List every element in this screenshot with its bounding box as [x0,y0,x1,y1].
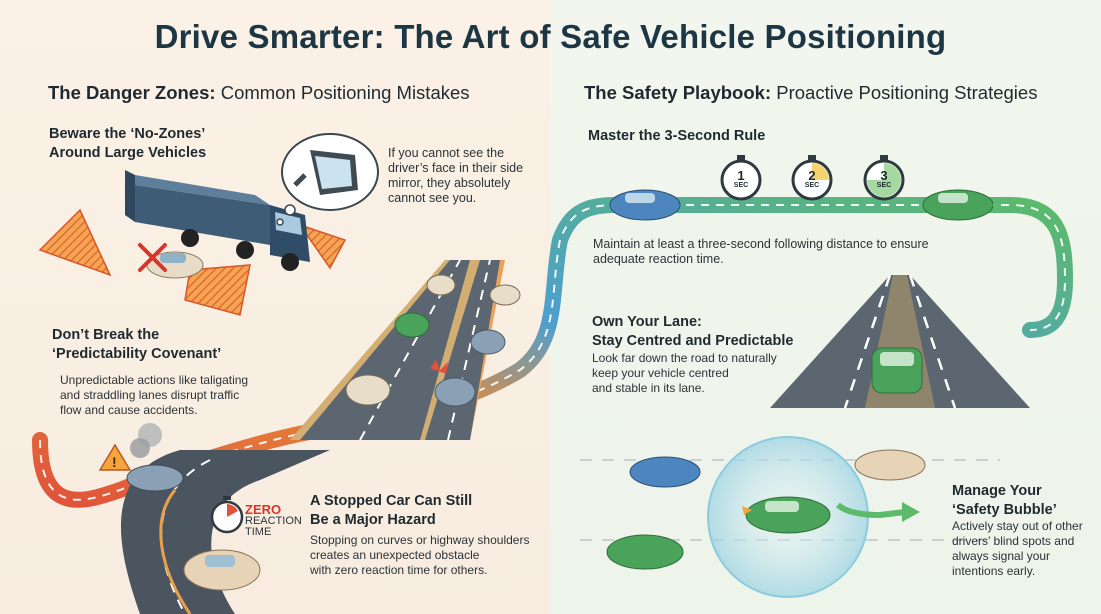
own-lane-title-line1: Own Your Lane: [592,314,702,330]
svg-text:!: ! [112,454,117,470]
predictability-title: Don’t Break the ‘Predictability Covenant… [52,326,221,364]
timer-1-number: 1 [737,168,745,183]
safety-bubble-body-line1: Actively stay out of other [952,519,1083,533]
zero-reaction-badge-line1: ZERO [245,502,282,517]
safety-bubble-body-line2: drivers’ blind spots and [952,534,1075,548]
stopped-car-body: Stopping on curves or highway shoulders … [310,533,529,578]
own-lane-body: Look far down the road to naturally keep… [592,351,777,396]
safety-bubble-body: Actively stay out of other drivers’ blin… [952,519,1083,579]
stopped-car-body-line1: Stopping on curves or highway shoulders [310,533,530,547]
stopped-car-title-line2: Be a Major Hazard [310,512,436,528]
safety-bubble-body-line4: intentions early. [952,564,1036,578]
zero-reaction-badge-line2: REACTION [245,515,302,527]
timer-1-label: 1 SEC [732,168,750,190]
safety-bubble-illustration [580,436,1000,598]
timer-3-number: 3 [880,168,888,183]
own-lane-body-line1: Look far down the road to naturally [592,351,777,365]
safety-playbook-heading-bold: The Safety Playbook: [584,82,772,103]
own-lane-title-line2: Stay Centred and Predictable [592,333,794,349]
zero-reaction-badge-line3: TIME [245,526,272,538]
no-zones-body-line3: mirror, they absolutely [388,176,511,190]
timer-2-label: 2 SEC [803,168,821,190]
predictability-body: Unpredictable actions like taligating an… [60,373,248,418]
safety-bubble-title-line2: ‘Safety Bubble’ [952,502,1057,518]
three-second-illustration [609,155,994,221]
curve-road-illustration: ! [98,423,330,614]
safety-bubble-body-line3: always signal your [952,549,1051,563]
stopped-car-body-line2: creates an unexpected obstacle [310,548,480,562]
predictability-title-line2: ‘Predictability Covenant’ [52,346,222,362]
three-second-body-line2: adequate reaction time. [593,252,724,266]
safety-bubble-title: Manage Your ‘Safety Bubble’ [952,482,1057,520]
own-lane-illustration [770,274,1030,409]
own-lane-body-line2: keep your vehicle centred [592,366,729,380]
highway-tailgating-illustration [290,259,521,441]
three-second-body: Maintain at least a three-second followi… [593,237,929,267]
timer-3-unit: SEC [876,182,892,189]
no-zones-body-line2: driver’s face in their side [388,161,524,175]
own-lane-title: Own Your Lane: Stay Centred and Predicta… [592,313,793,351]
predictability-title-line1: Don’t Break the [52,327,160,343]
timer-1-unit: SEC [733,182,749,189]
timer-2-number: 2 [808,168,816,183]
safety-playbook-heading-rest: Proactive Positioning Strategies [771,82,1038,103]
danger-zones-heading-rest: Common Positioning Mistakes [215,82,470,103]
safety-bubble-title-line1: Manage Your [952,483,1042,499]
predictability-body-line3: flow and cause accidents. [60,403,198,417]
timer-3 [863,155,905,201]
page-title: Drive Smarter: The Art of Safe Vehicle P… [154,18,947,55]
timer-1 [720,155,762,201]
no-zones-title: Beware the ‘No-Zones’ Around Large Vehic… [49,125,206,163]
stopped-car-title-line1: A Stopped Car Can Still [310,493,473,509]
safety-playbook-heading: The Safety Playbook: Proactive Positioni… [584,82,1037,104]
no-zones-title-line1: Beware the ‘No-Zones’ [49,126,206,142]
truck-no-zones-illustration [38,133,379,316]
danger-zones-heading: The Danger Zones: Common Positioning Mis… [48,82,470,104]
timer-2 [791,155,833,201]
no-zones-body-line4: cannot see you. [388,191,477,205]
predictability-body-line2: and straddling lanes disrupt traffic [60,388,240,402]
three-second-body-line1: Maintain at least a three-second followi… [593,237,929,251]
stopped-car-body-line3: with zero reaction time for others. [310,563,488,577]
timer-3-label: 3 SEC [875,168,893,190]
stopped-car-title: A Stopped Car Can Still Be a Major Hazar… [310,492,472,530]
danger-zones-heading-bold: The Danger Zones: [48,82,216,103]
no-zones-body-line1: If you cannot see the [388,146,505,160]
zero-reaction-badge: ZERO REACTION TIME [245,503,302,538]
no-zones-title-line2: Around Large Vehicles [49,145,207,161]
predictability-body-line1: Unpredictable actions like taligating [60,373,249,387]
three-second-title: Master the 3-Second Rule [588,128,766,144]
timer-2-unit: SEC [804,182,820,189]
own-lane-body-line3: and stable in its lane. [592,381,705,395]
no-zones-body: If you cannot see the driver’s face in t… [388,146,523,206]
